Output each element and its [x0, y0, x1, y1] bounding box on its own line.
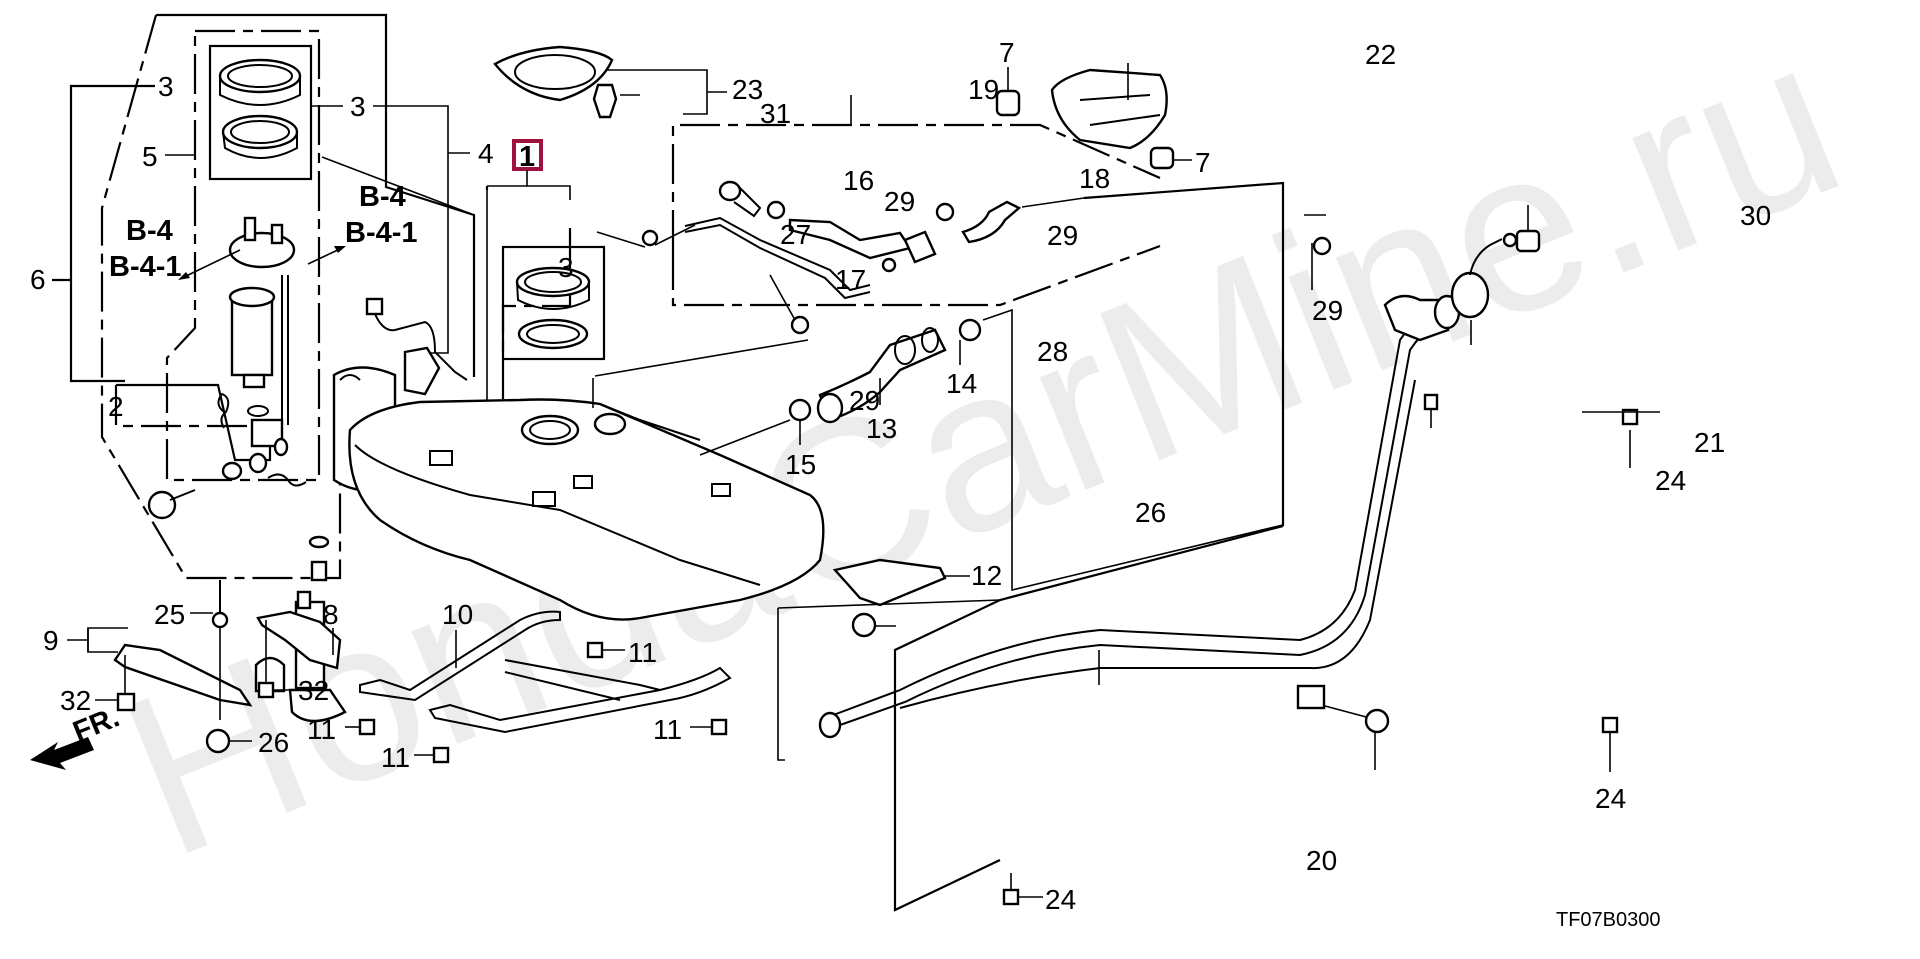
- callout-10[interactable]: 10: [442, 599, 473, 630]
- callout-22[interactable]: 22: [1365, 39, 1396, 70]
- lock-ring-part-center: [515, 266, 591, 350]
- callout-1: 1: [519, 141, 535, 173]
- callout-31[interactable]: 31: [760, 98, 791, 129]
- callout-29[interactable]: 29: [884, 186, 915, 217]
- callout-13[interactable]: 13: [866, 413, 897, 444]
- callout-17[interactable]: 17: [835, 264, 866, 295]
- callout-9[interactable]: 9: [43, 625, 59, 656]
- callout-4[interactable]: 4: [478, 138, 494, 169]
- callout-8[interactable]: 8: [323, 599, 339, 630]
- small-seal-parts: [147, 392, 330, 582]
- fuel-tank: [348, 339, 825, 621]
- plug-right: [1149, 146, 1175, 170]
- callout-11[interactable]: 11: [381, 742, 410, 773]
- callout-3[interactable]: 3: [558, 252, 574, 283]
- fuel-cap-holder: [1515, 229, 1541, 253]
- fuel-pump-module: [228, 216, 296, 448]
- reference-b4-left[interactable]: B-4 B-4-1: [109, 215, 241, 283]
- callout-12[interactable]: 12: [971, 560, 1002, 591]
- canister-cover: [1050, 68, 1168, 150]
- callout-24[interactable]: 24: [1595, 783, 1626, 814]
- callout-3[interactable]: 3: [350, 91, 366, 122]
- callout-25[interactable]: 25: [154, 599, 185, 630]
- callout-24[interactable]: 24: [1045, 884, 1076, 915]
- bolt-11-a: [586, 641, 625, 659]
- callout-23[interactable]: 23: [732, 74, 763, 105]
- callout-2[interactable]: 2: [108, 391, 124, 422]
- bolt-11-c: [414, 746, 450, 764]
- callout-15[interactable]: 15: [785, 449, 816, 480]
- callout-7[interactable]: 7: [999, 37, 1015, 68]
- lock-ring-part: [218, 58, 302, 159]
- callout-3[interactable]: 3: [158, 71, 174, 102]
- callout-11[interactable]: 11: [307, 714, 336, 745]
- bolt-11-d: [690, 718, 728, 736]
- callout-14[interactable]: 14: [946, 368, 977, 399]
- callout-29[interactable]: 29: [1047, 220, 1078, 251]
- callout-21[interactable]: 21: [1694, 427, 1725, 458]
- access-cover-plate: [493, 45, 618, 119]
- callout-29[interactable]: 29: [849, 385, 880, 416]
- bolt-24-top: [1423, 393, 1439, 428]
- callout-5[interactable]: 5: [142, 141, 158, 172]
- callout-26[interactable]: 26: [1135, 497, 1166, 528]
- tank-strap: [359, 610, 732, 734]
- callout-32[interactable]: 32: [298, 675, 329, 706]
- callout-29[interactable]: 29: [1312, 295, 1343, 326]
- callout-32[interactable]: 32: [60, 685, 91, 716]
- callout-27[interactable]: 27: [780, 219, 811, 250]
- callout-11[interactable]: 11: [628, 637, 657, 668]
- bolt-25: [190, 580, 229, 720]
- heat-shield: [67, 627, 253, 712]
- diagram-code: TF07B0300: [1556, 909, 1661, 931]
- nut-26-bottom: [205, 728, 252, 754]
- bolt-11-b: [345, 718, 376, 736]
- callout-28[interactable]: 28: [1037, 336, 1068, 367]
- callout-16[interactable]: 16: [843, 165, 874, 196]
- callout-20[interactable]: 20: [1306, 845, 1337, 876]
- bolt-24-mid: [1324, 705, 1390, 770]
- reference-label-line2: B-4-1: [109, 251, 182, 283]
- callout-19[interactable]: 19: [968, 74, 999, 105]
- callout-7[interactable]: 7: [1195, 147, 1211, 178]
- callout-24[interactable]: 24: [1655, 465, 1686, 496]
- part-1-highlight[interactable]: 1: [512, 139, 543, 173]
- callout-26[interactable]: 26: [258, 727, 289, 758]
- reference-b4-right[interactable]: B-4 B-4-1: [307, 181, 418, 265]
- callout-30[interactable]: 30: [1740, 200, 1771, 231]
- bolt-24-bottom: [1002, 873, 1043, 906]
- fuel-pump-assembly-group: [52, 13, 476, 580]
- reference-label-line1: B-4: [359, 181, 406, 213]
- protector-plate: [832, 558, 947, 607]
- filler-hose: [816, 327, 947, 424]
- protector-8: [256, 610, 342, 699]
- callout-labels: 2 3 3 3 4 5 6 7 7 8 9 10 11 11 11 11 12 …: [30, 37, 1771, 915]
- callout-18[interactable]: 18: [1079, 163, 1110, 194]
- reference-label-line1: B-4: [126, 215, 173, 247]
- vent-hose-group: [654, 95, 1161, 321]
- arrow-left-icon: [30, 737, 94, 770]
- callout-11[interactable]: 11: [653, 714, 682, 745]
- fuel-cap: [1450, 232, 1518, 319]
- reference-label-line2: B-4-1: [345, 217, 418, 249]
- plug-top: [995, 89, 1021, 117]
- callout-6[interactable]: 6: [30, 264, 46, 295]
